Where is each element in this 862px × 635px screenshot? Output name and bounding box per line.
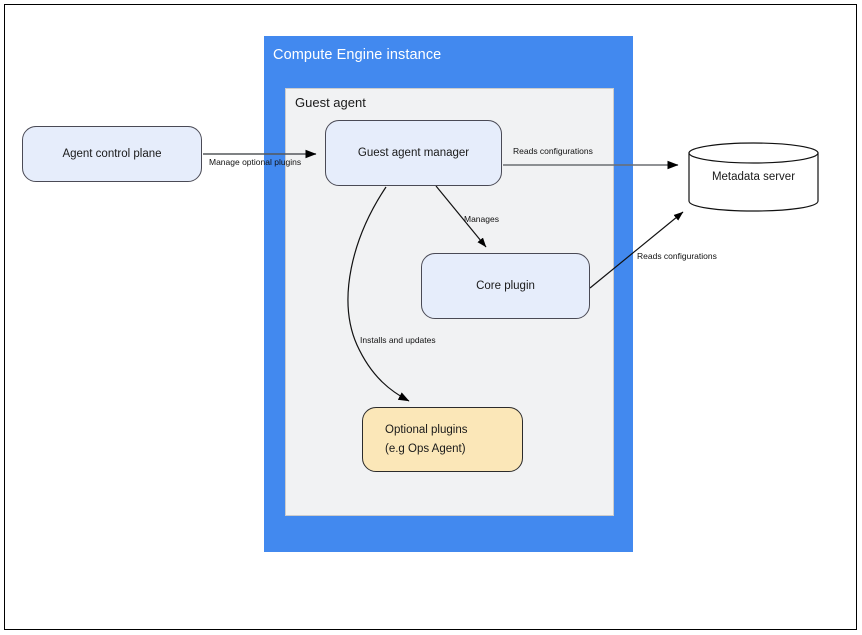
node-core-plugin-label: Core plugin — [476, 279, 535, 292]
node-metadata-server[interactable]: Metadata server — [688, 142, 819, 212]
node-core-plugin[interactable]: Core plugin — [421, 253, 590, 319]
node-optional-plugins-label-line1: Optional plugins — [385, 423, 468, 436]
cylinder-shape — [688, 142, 819, 212]
edge-label-reads-configurations-1: Reads configurations — [513, 146, 593, 156]
node-agent-control-plane[interactable]: Agent control plane — [22, 126, 202, 182]
container-compute-engine-instance-title: Compute Engine instance — [273, 47, 442, 63]
node-optional-plugins[interactable]: Optional plugins (e.g Ops Agent) — [362, 407, 523, 472]
node-metadata-server-label: Metadata server — [711, 171, 796, 183]
node-guest-agent-manager[interactable]: Guest agent manager — [325, 120, 502, 186]
edge-label-reads-configurations-2: Reads configurations — [637, 251, 717, 261]
edge-label-manages: Manages — [464, 214, 499, 224]
node-agent-control-plane-label: Agent control plane — [62, 147, 162, 160]
node-guest-agent-manager-label: Guest agent manager — [357, 146, 470, 159]
edge-label-installs-and-updates: Installs and updates — [360, 335, 436, 345]
edge-label-manage-optional-plugins: Manage optional plugins — [209, 157, 302, 167]
container-guest-agent-title: Guest agent — [295, 95, 366, 110]
node-optional-plugins-label-line2: (e.g Ops Agent) — [385, 442, 466, 455]
